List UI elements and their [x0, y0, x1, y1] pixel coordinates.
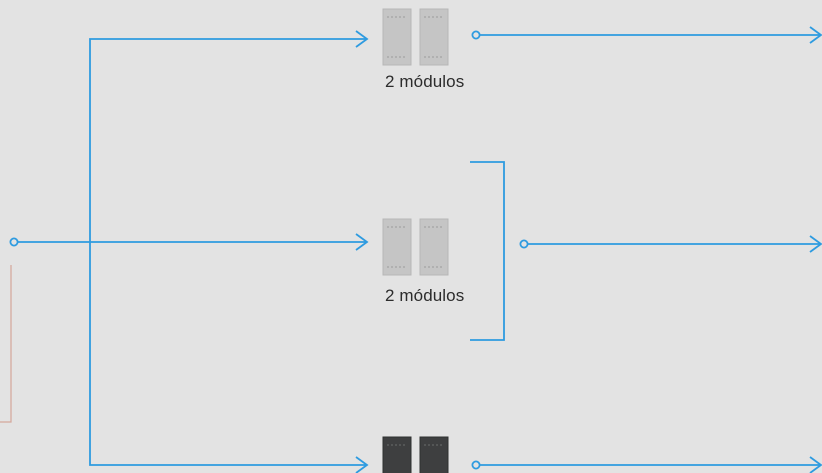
module-group-row-2: [382, 218, 449, 276]
arrow-right-icon: [355, 30, 369, 48]
module-label-row-1: 2 módulos: [385, 72, 465, 91]
output-node-icon: [471, 30, 481, 40]
module-group-row-3: [382, 436, 449, 473]
battery-module-icon: [419, 218, 449, 276]
battery-module-icon: [382, 218, 412, 276]
input-node-icon: [9, 237, 19, 247]
battery-module-icon: [419, 8, 449, 66]
battery-module-icon: [419, 436, 449, 473]
module-label-row-2: 2 módulos: [385, 286, 465, 305]
output-node-icon: [471, 460, 481, 470]
battery-module-icon: [382, 436, 412, 473]
arrow-right-icon: [355, 233, 369, 251]
arrow-right-icon: [809, 26, 822, 44]
battery-module-icon: [382, 8, 412, 66]
group-bracket-line: [470, 161, 505, 341]
module-group-row-1: [382, 8, 449, 66]
arrow-right-icon: [809, 456, 822, 473]
output-node-icon: [519, 239, 529, 249]
accent-bracket-line: [0, 265, 12, 423]
branch-trunk-line: [89, 38, 366, 466]
arrow-right-icon: [355, 456, 369, 473]
arrow-right-icon: [809, 235, 822, 253]
